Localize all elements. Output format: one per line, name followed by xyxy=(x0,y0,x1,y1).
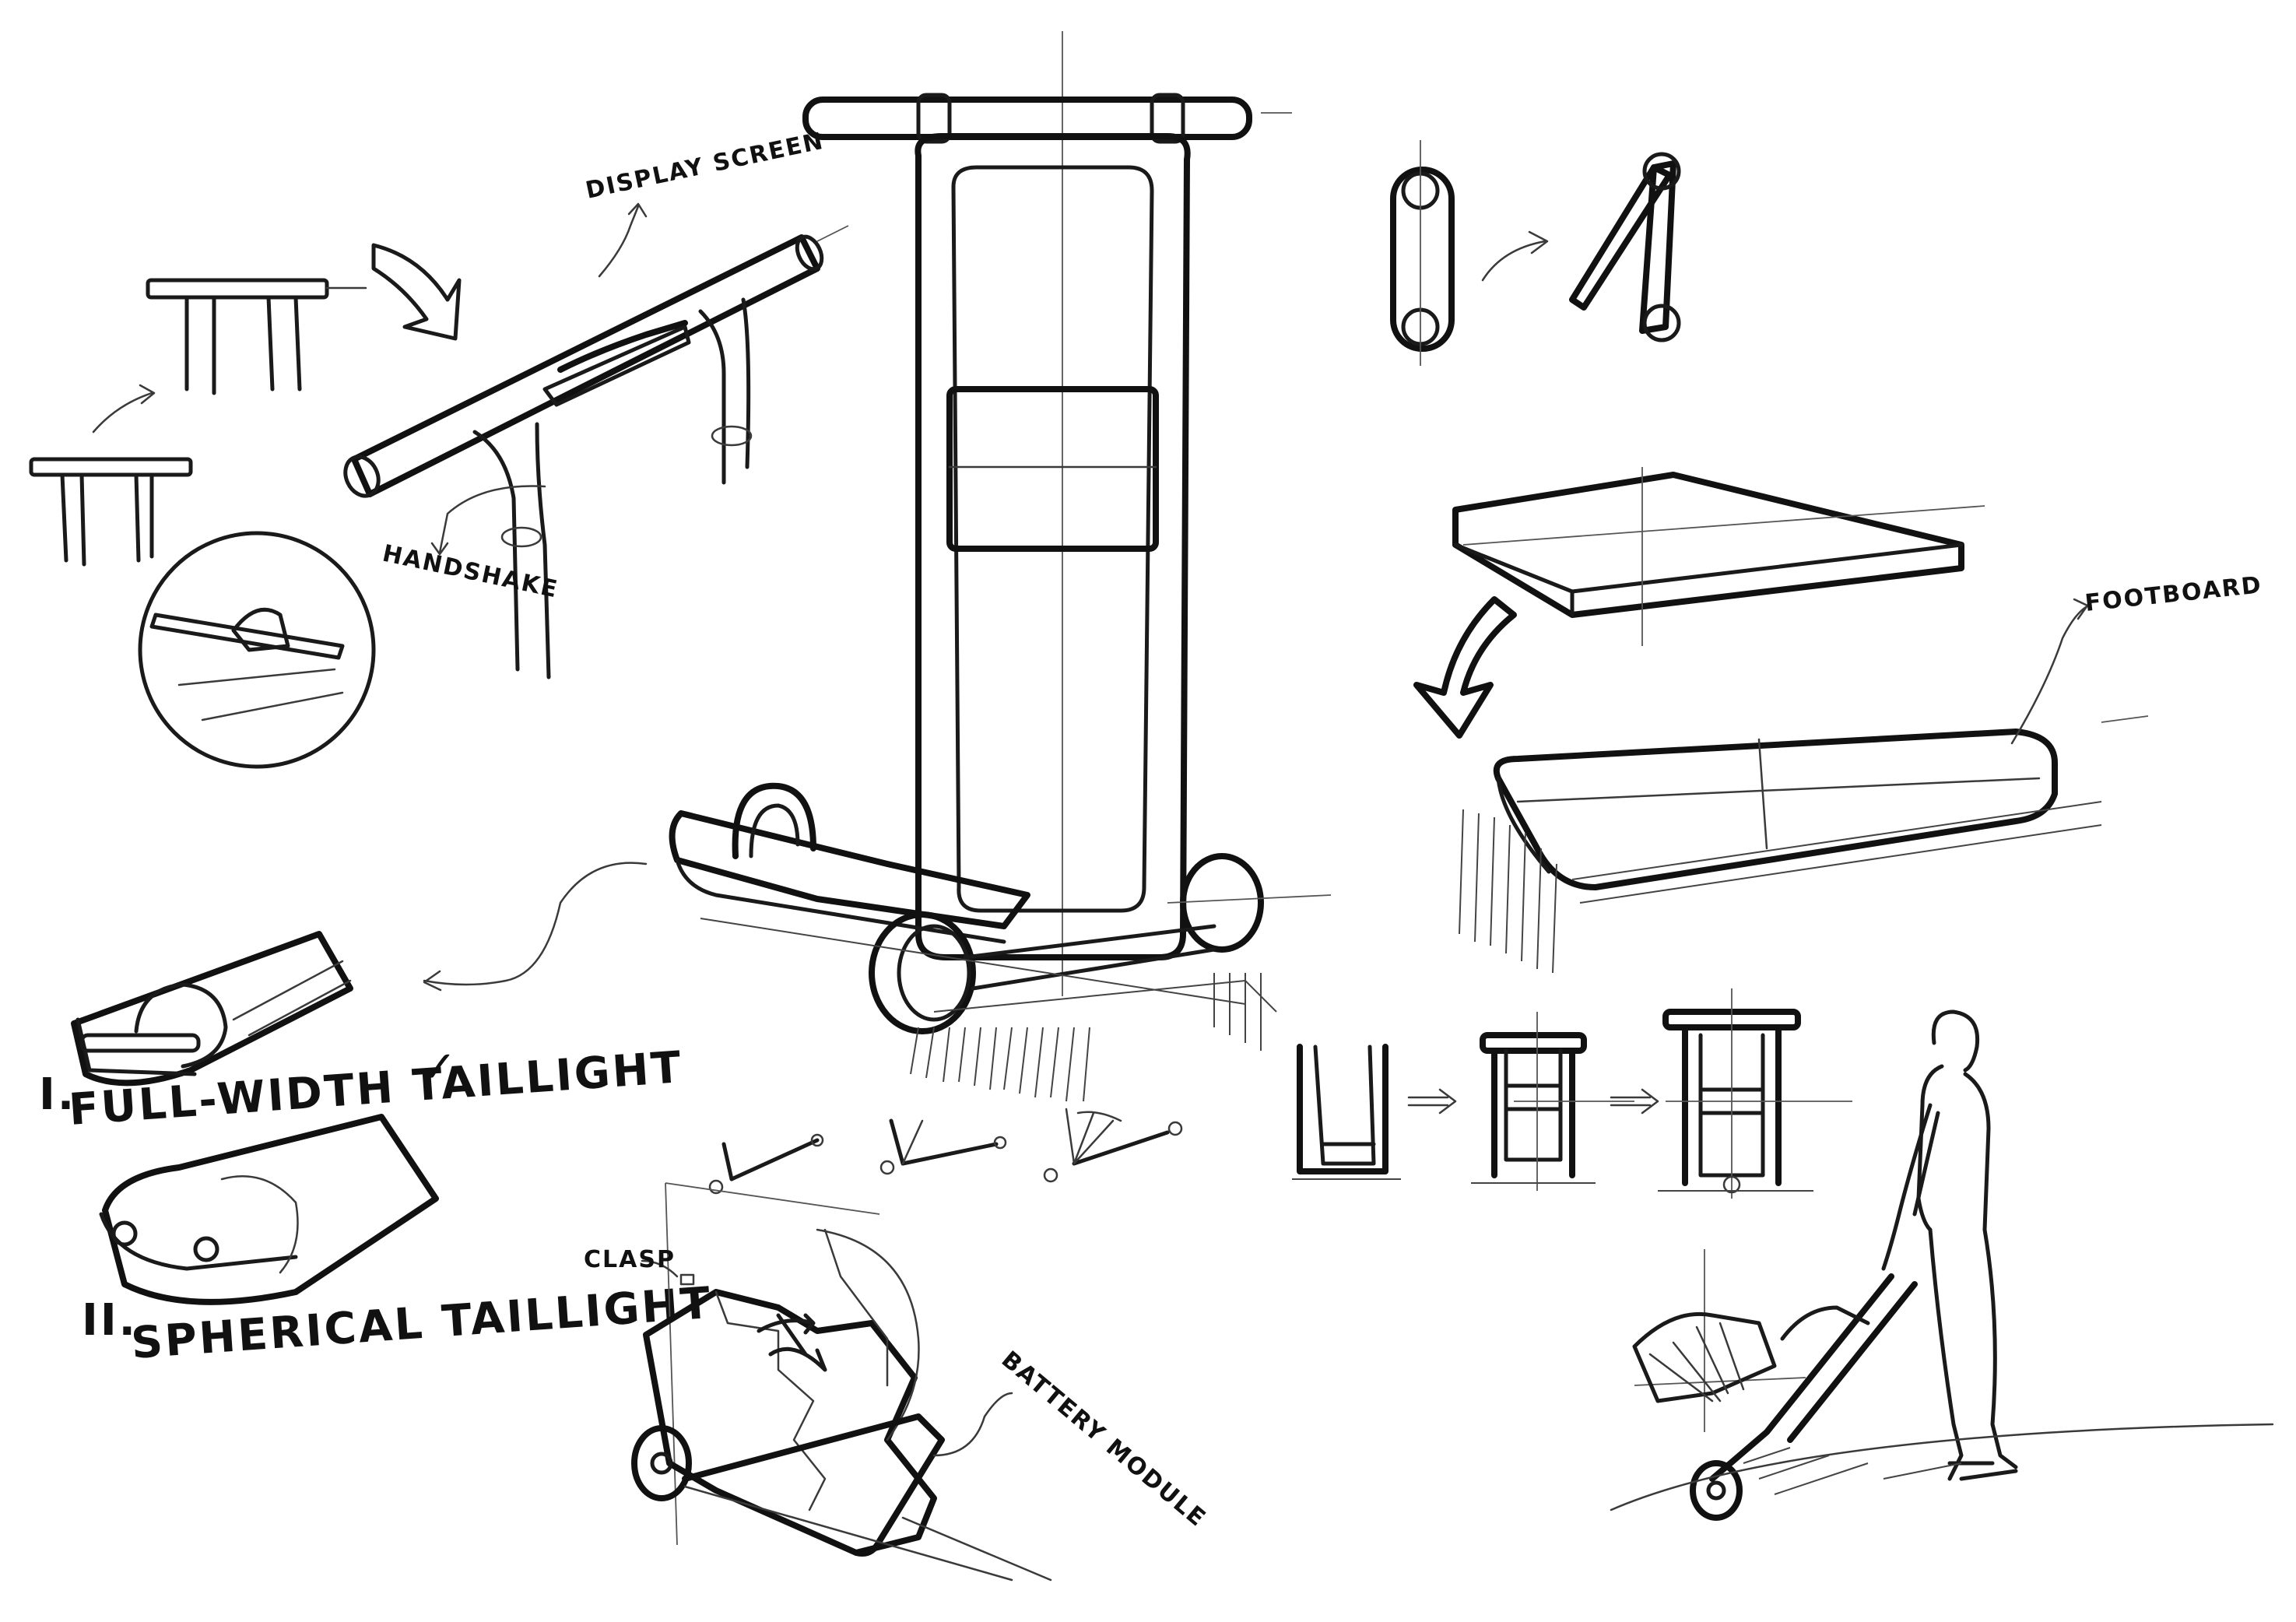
footboard-leader xyxy=(2010,598,2089,745)
handshake-label: HANDSHAKE xyxy=(380,540,560,604)
fold-sequence-step-2 xyxy=(1471,1012,1634,1191)
clasp-leader xyxy=(641,1259,679,1278)
full-width-taillight-label: FULL-WIDTH TAILLIGHT xyxy=(67,1042,684,1136)
battery-module-label: BATTERY MODULE xyxy=(996,1346,1212,1532)
rotation-arrow xyxy=(757,1313,816,1335)
folding-joint-open xyxy=(1569,152,1681,342)
taillight-leader xyxy=(423,862,648,992)
fold-sequence-step-3 xyxy=(1658,988,1852,1199)
folded-scooter-sketch xyxy=(631,1182,1052,1582)
transition-arrow xyxy=(1413,596,1517,739)
person-figure xyxy=(1881,1009,2018,1481)
battery-module-leader xyxy=(932,1392,1013,1457)
display-screen-leader xyxy=(598,202,648,278)
spherical-taillight-label: SPHERICAL TAILLIGHT xyxy=(129,1278,714,1369)
trolley-folded-sketch xyxy=(1610,1249,2274,1521)
footboard-base-plate xyxy=(1459,728,2102,974)
ground-hatching xyxy=(910,973,1262,1102)
scooter-main-sketch xyxy=(669,31,1332,1102)
handshake-leader xyxy=(430,485,546,556)
tilt-angle-diagram-1 xyxy=(708,1133,824,1195)
numeral-two: II. xyxy=(82,1295,138,1346)
hand-grip-detail xyxy=(138,531,376,769)
handlebar-concept-small-top xyxy=(146,278,367,395)
taillight-concept-full-width xyxy=(71,931,353,1087)
transition-arrow xyxy=(371,243,462,341)
footboard-label: FOOTBOARD xyxy=(2084,571,2263,617)
taillight-concept-spherical xyxy=(99,1114,439,1305)
folding-joint-closed xyxy=(1390,140,1455,366)
transition-arrow xyxy=(1610,1088,1659,1115)
transition-arrow xyxy=(1407,1088,1457,1115)
tilt-angle-diagram-3 xyxy=(1043,1108,1183,1183)
footboard-top-plate xyxy=(1452,467,1985,646)
numeral-one: I. xyxy=(39,1069,76,1120)
fold-sequence-step-1 xyxy=(1292,1044,1401,1180)
tilt-angle-diagram-2 xyxy=(879,1118,1007,1175)
clasp-label: CLASP xyxy=(584,1246,676,1273)
transition-arrow xyxy=(1481,230,1549,282)
transition-arrow xyxy=(92,384,156,434)
handlebar-perspective-sketch xyxy=(343,225,849,679)
handlebar-concept-small-bottom xyxy=(29,457,193,567)
check-mark: ✓ xyxy=(420,1042,459,1093)
display-screen-label: DISPLAY SCREEN xyxy=(583,128,827,205)
